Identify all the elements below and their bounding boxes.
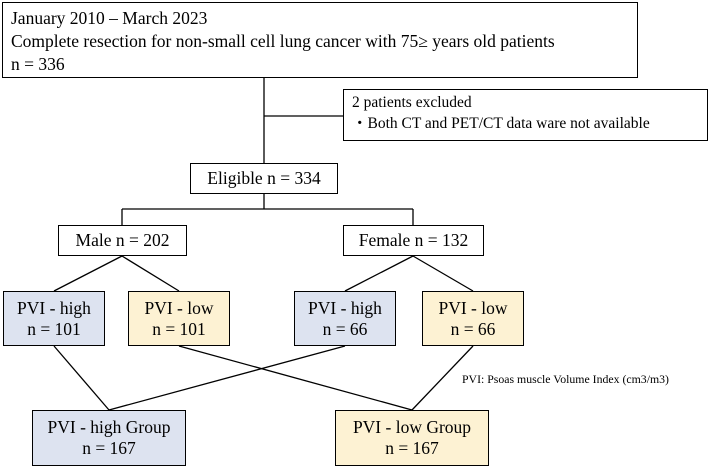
female-pvi-low-box: PVI - low n = 66	[422, 291, 524, 346]
connector-male-high-to-high-group	[53, 345, 110, 411]
female-pvi-high-count: n = 66	[322, 318, 368, 339]
connector-male-low-to-low-group	[178, 345, 413, 411]
connector-female-to-high	[344, 255, 414, 292]
female-pvi-high-label: PVI - high	[308, 297, 382, 318]
female-box: Female n = 132	[343, 225, 484, 256]
male-pvi-low-box: PVI - low n = 101	[128, 291, 230, 346]
male-pvi-high-label: PVI - high	[17, 297, 91, 318]
female-pvi-low-label: PVI - low	[438, 297, 508, 318]
cohort-count: n = 336	[11, 53, 65, 74]
pvi-footnote: PVI: Psoas muscle Volume Index (cm3/m3)	[462, 372, 669, 386]
male-pvi-high-box: PVI - high n = 101	[3, 291, 105, 346]
male-label: Male n = 202	[75, 230, 170, 251]
pvi-low-group-count: n = 167	[385, 438, 439, 458]
eligible-box: Eligible n = 334	[190, 163, 338, 194]
connector-female-high-to-high-group	[108, 345, 346, 411]
pvi-high-group-label: PVI - high Group	[47, 417, 171, 438]
male-pvi-high-count: n = 101	[27, 318, 81, 339]
connector-male-to-low	[121, 255, 180, 292]
cohort-period: January 2010 – March 2023	[11, 8, 208, 28]
connector-male-to-high	[53, 255, 123, 292]
male-pvi-low-count: n = 101	[152, 318, 206, 339]
female-pvi-high-box: PVI - high n = 66	[294, 291, 396, 346]
eligible-label: Eligible n = 334	[207, 168, 321, 189]
excluded-box: 2 patients excluded ・Both CT and PET/CT …	[343, 89, 708, 141]
pvi-low-group-box: PVI - low Group n = 167	[335, 410, 489, 466]
cohort-criteria: Complete resection for non-small cell lu…	[11, 30, 555, 51]
pvi-low-group-label: PVI - low Group	[352, 417, 472, 438]
pvi-high-group-count: n = 167	[82, 438, 136, 458]
connector-female-to-low	[412, 255, 474, 292]
male-pvi-low-label: PVI - low	[144, 297, 214, 318]
female-label: Female n = 132	[358, 230, 469, 251]
connector-female-low-to-low-group	[411, 345, 474, 411]
excluded-count: 2 patients excluded	[352, 94, 472, 111]
pvi-high-group-box: PVI - high Group n = 167	[32, 410, 186, 466]
female-pvi-low-count: n = 66	[450, 318, 496, 339]
cohort-box: January 2010 – March 2023 Complete resec…	[2, 2, 638, 78]
male-box: Male n = 202	[58, 225, 187, 256]
excluded-reason: ・Both CT and PET/CT data ware not availa…	[352, 114, 650, 132]
